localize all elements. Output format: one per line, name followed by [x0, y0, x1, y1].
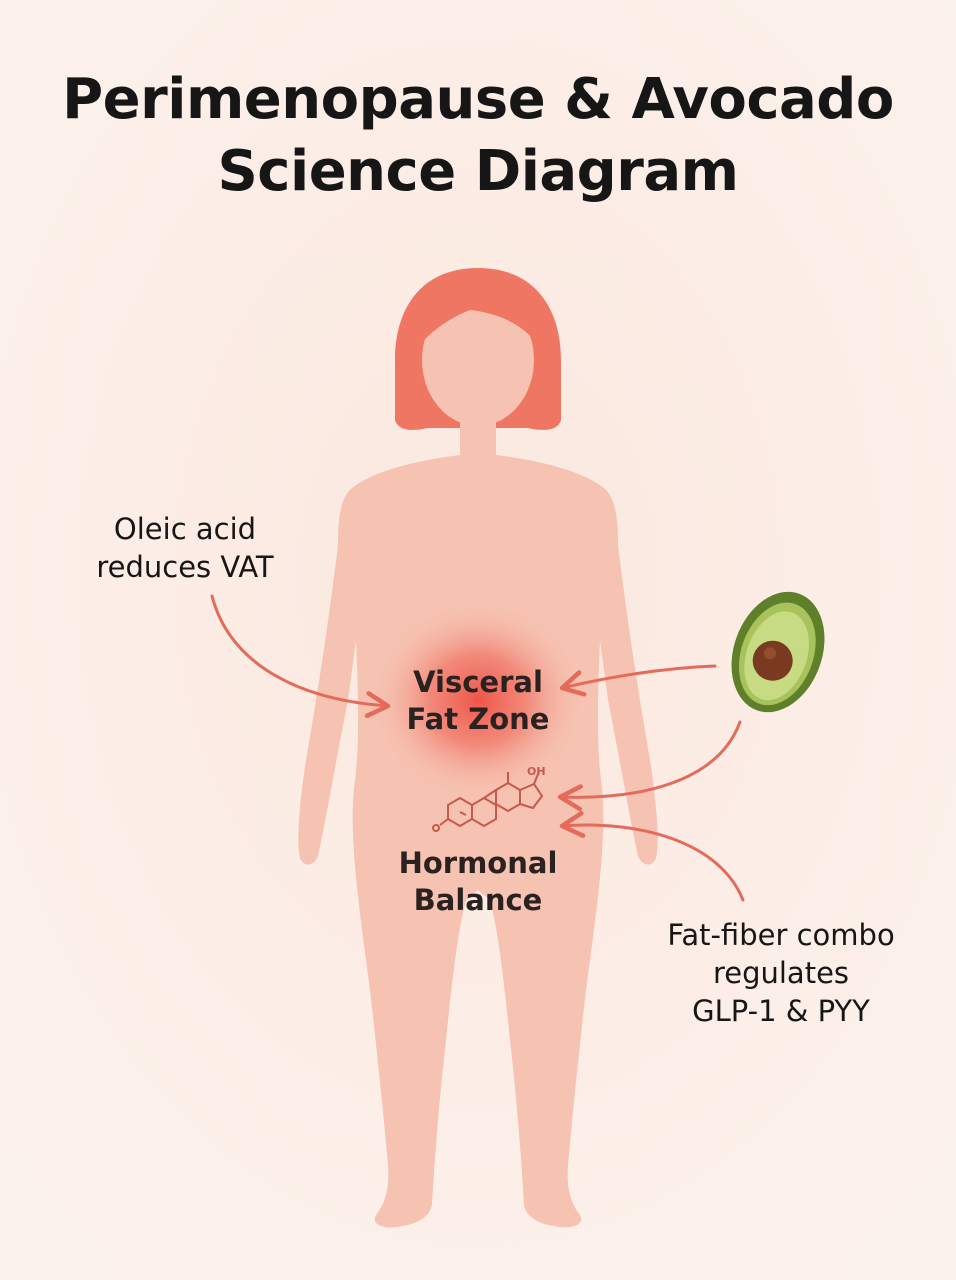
body	[298, 405, 658, 1228]
title-line-2: Science Diagram	[217, 139, 739, 204]
visceral-line-1: Visceral	[413, 665, 543, 699]
hormonal-balance-label: Hormonal Balance	[370, 845, 586, 919]
avocado-icon	[731, 591, 825, 713]
fat-fiber-line-1: Fat-fiber combo	[667, 918, 895, 952]
arrow-fatfiber-to-molecule	[559, 810, 745, 902]
oleic-acid-label: Oleic acid reduces VAT	[60, 510, 310, 586]
arrow-avocado-to-molecule	[557, 720, 742, 812]
fat-fiber-label: Fat-fiber combo regulates GLP-1 & PYY	[636, 916, 926, 1030]
page-title: Perimenopause & Avocado Science Diagram	[0, 64, 956, 208]
oleic-line-2: reduces VAT	[96, 550, 274, 584]
fat-fiber-line-3: GLP-1 & PYY	[692, 994, 870, 1028]
hormonal-line-2: Balance	[413, 883, 543, 917]
title-line-1: Perimenopause & Avocado	[62, 67, 894, 132]
face	[422, 294, 534, 426]
molecule-oh-label: OH	[527, 765, 546, 778]
visceral-line-2: Fat Zone	[406, 702, 550, 736]
arrow-avocado-to-visceral	[559, 664, 717, 697]
hair-fringe	[420, 285, 538, 345]
woman-silhouette	[298, 268, 658, 1228]
fat-fiber-line-2: regulates	[712, 956, 850, 990]
oleic-line-1: Oleic acid	[113, 512, 257, 546]
steroid-molecule-icon	[432, 772, 543, 832]
arrow-icon	[210, 594, 745, 902]
visceral-glow	[370, 600, 586, 800]
visceral-fat-zone-label: Visceral Fat Zone	[370, 664, 586, 738]
hormonal-line-1: Hormonal	[398, 846, 558, 880]
arrow-oleic-to-visceral	[210, 594, 391, 719]
